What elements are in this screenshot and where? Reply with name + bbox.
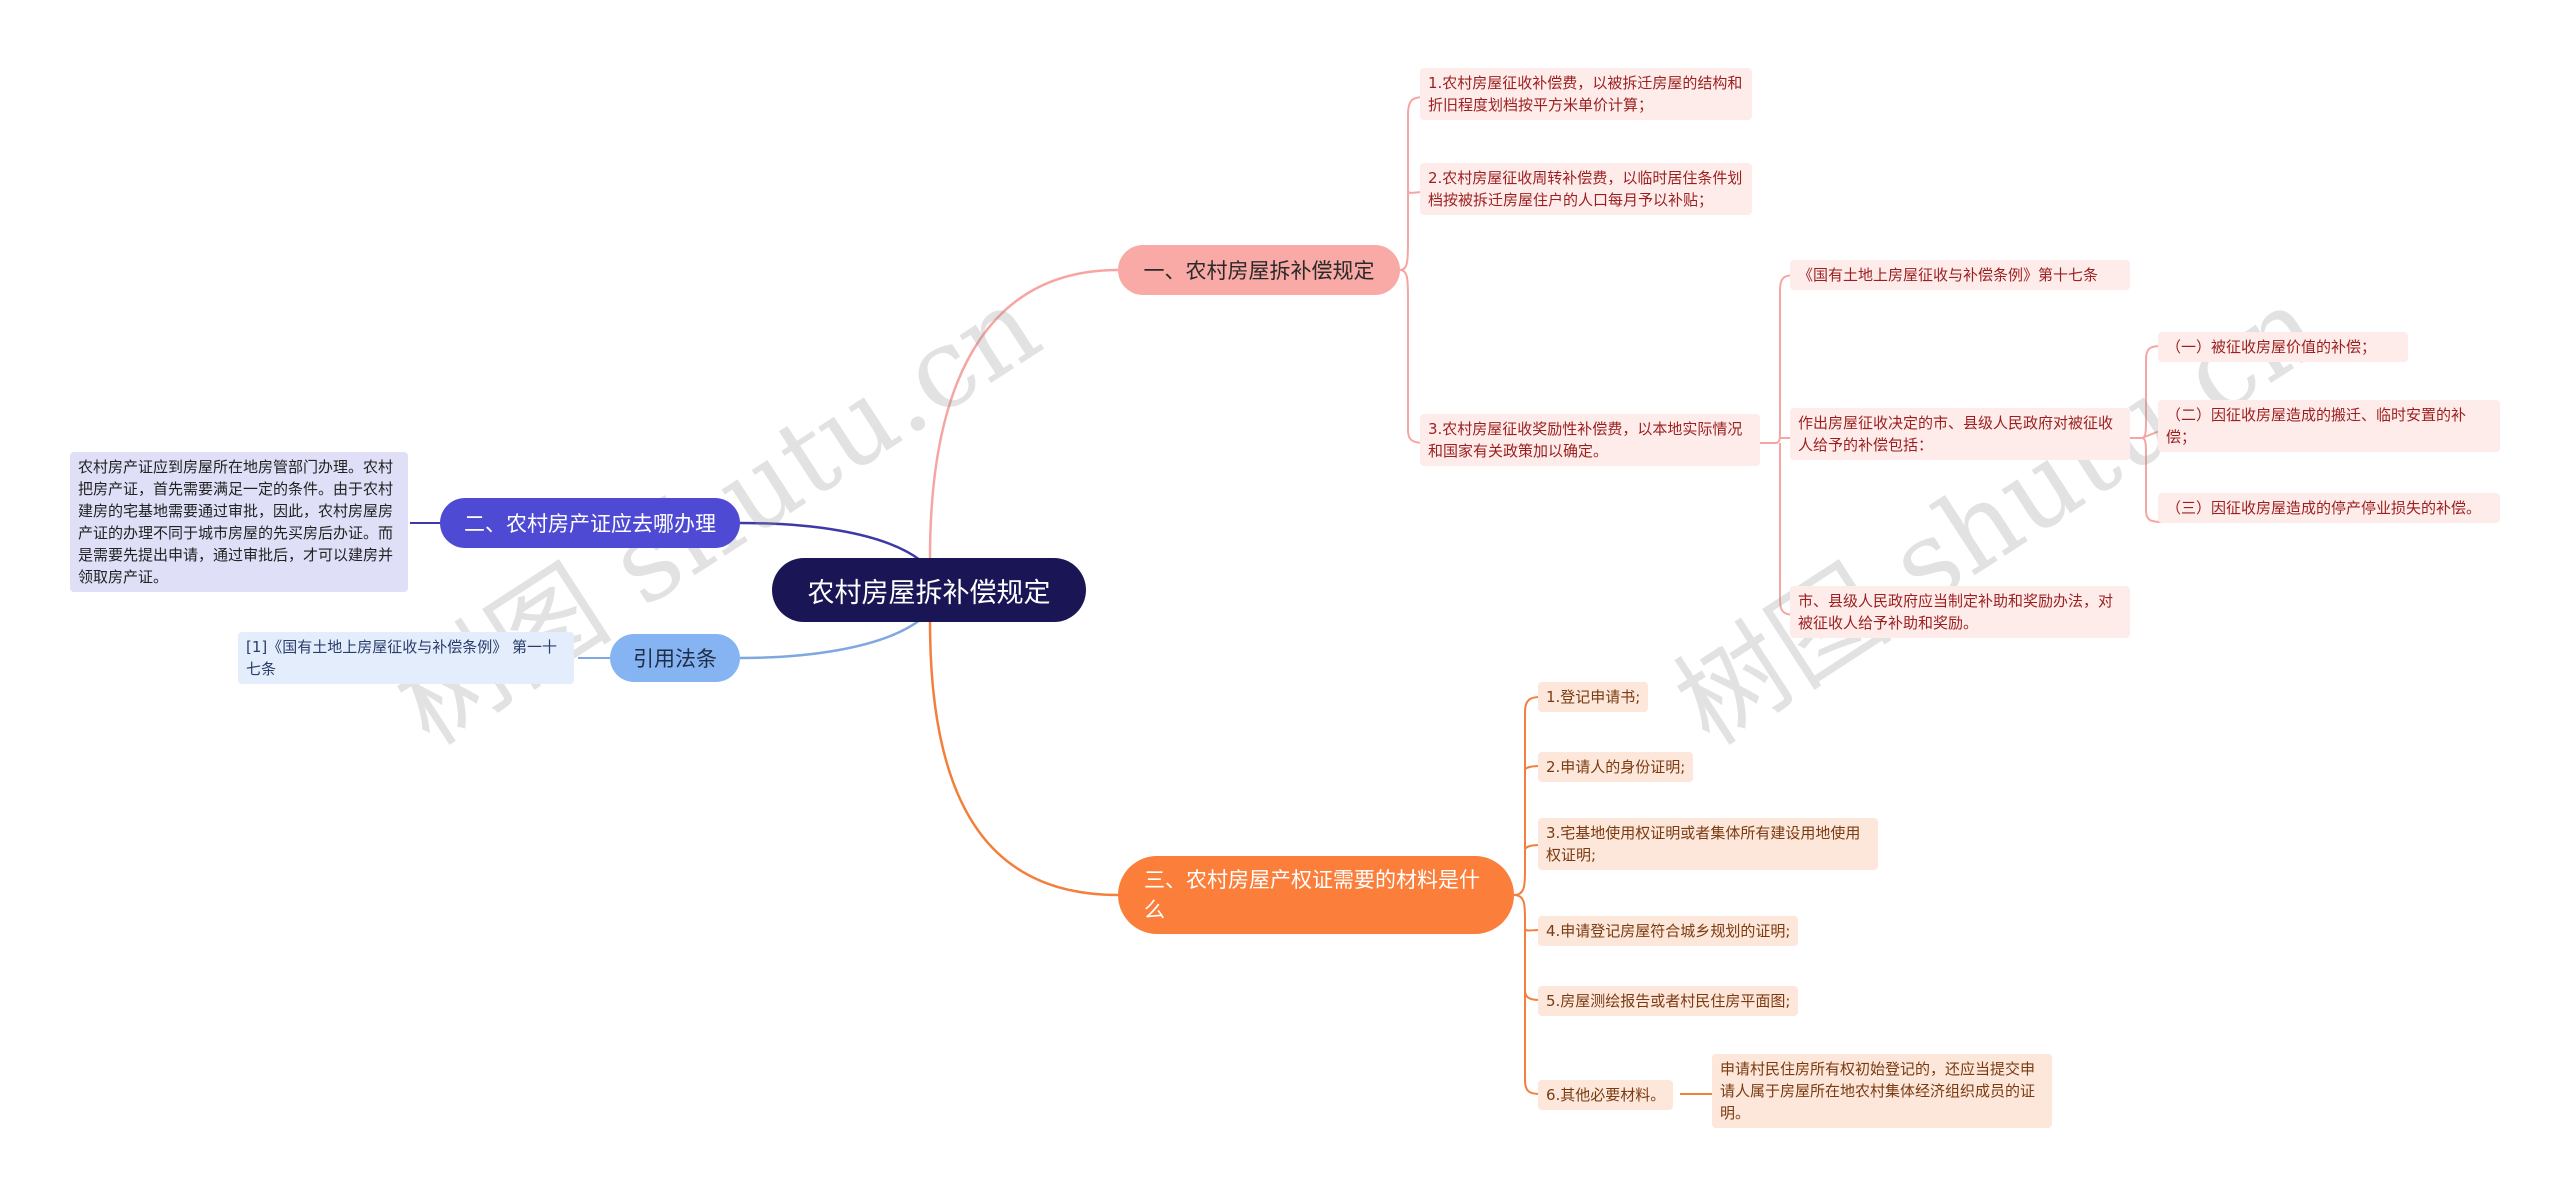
link-root-b1 xyxy=(928,268,1119,559)
link-b3-spine xyxy=(1513,696,1541,1095)
link-root-b2 xyxy=(739,521,921,562)
link-root-b4 xyxy=(739,618,921,660)
leaf-material-other[interactable]: 6.其他必要材料。 xyxy=(1538,1080,1674,1110)
link-b1-spine xyxy=(1399,96,1426,444)
link-decision-points xyxy=(2130,345,2163,523)
leaf-turnover-fee[interactable]: 2.农村房屋征收周转补偿费，以临时居住条件划档按被拆迁房屋住户的人口每月予以补贴… xyxy=(1420,163,1752,215)
leaf-law-article[interactable]: 《国有土地上房屋征收与补偿条例》第十七条 xyxy=(1790,260,2130,290)
leaf-material-id[interactable]: 2.申请人的身份证明; xyxy=(1538,752,1694,782)
leaf-compensation-fee[interactable]: 1.农村房屋征收补偿费，以被拆迁房屋的结构和折旧程度划档按平方米单价计算； xyxy=(1420,68,1752,120)
leaf-apply-note[interactable]: 农村房产证应到房屋所在地房管部门办理。农村把房产证，首先需要满足一定的条件。由于… xyxy=(70,452,408,592)
link-b1-item3-sub xyxy=(1760,274,1796,616)
leaf-material-member-proof[interactable]: 申请村民住房所有权初始登记的，还应当提交申请人属于房屋所在地农村集体经济组织成员… xyxy=(1712,1054,2052,1128)
branch-required-materials[interactable]: 三、农村房屋产权证需要的材料是什么 xyxy=(1118,856,1514,934)
branch-cited-law[interactable]: 引用法条 xyxy=(610,634,740,682)
leaf-material-planning[interactable]: 4.申请登记房屋符合城乡规划的证明; xyxy=(1538,916,1799,946)
branch-where-to-apply[interactable]: 二、农村房产证应去哪办理 xyxy=(440,498,740,548)
link-root-b3 xyxy=(928,621,1119,897)
leaf-point-business-loss[interactable]: （三）因征收房屋造成的停产停业损失的补偿。 xyxy=(2158,493,2500,523)
leaf-reward-measures[interactable]: 市、县级人民政府应当制定补助和奖励办法，对被征收人给予补助和奖励。 xyxy=(1790,586,2130,638)
leaf-material-survey[interactable]: 5.房屋测绘报告或者村民住房平面图; xyxy=(1538,986,1799,1016)
leaf-point-value[interactable]: （一）被征收房屋价值的补偿； xyxy=(2158,332,2408,362)
leaf-reward-fee[interactable]: 3.农村房屋征收奖励性补偿费，以本地实际情况和国家有关政策加以确定。 xyxy=(1420,414,1760,466)
leaf-material-application[interactable]: 1.登记申请书; xyxy=(1538,682,1649,712)
leaf-decision-compensation[interactable]: 作出房屋征收决定的市、县级人民政府对被征收人给予的补偿包括： xyxy=(1790,408,2130,460)
leaf-material-land-right[interactable]: 3.宅基地使用权证明或者集体所有建设用地使用权证明; xyxy=(1538,818,1878,870)
leaf-cited-law-ref[interactable]: [1]《国有土地上房屋征收与补偿条例》 第一十七条 xyxy=(238,632,574,684)
leaf-point-relocation[interactable]: （二）因征收房屋造成的搬迁、临时安置的补偿； xyxy=(2158,400,2500,452)
branch-compensation-rules[interactable]: 一、农村房屋拆补偿规定 xyxy=(1118,245,1400,295)
root-topic[interactable]: 农村房屋拆补偿规定 xyxy=(772,558,1086,622)
